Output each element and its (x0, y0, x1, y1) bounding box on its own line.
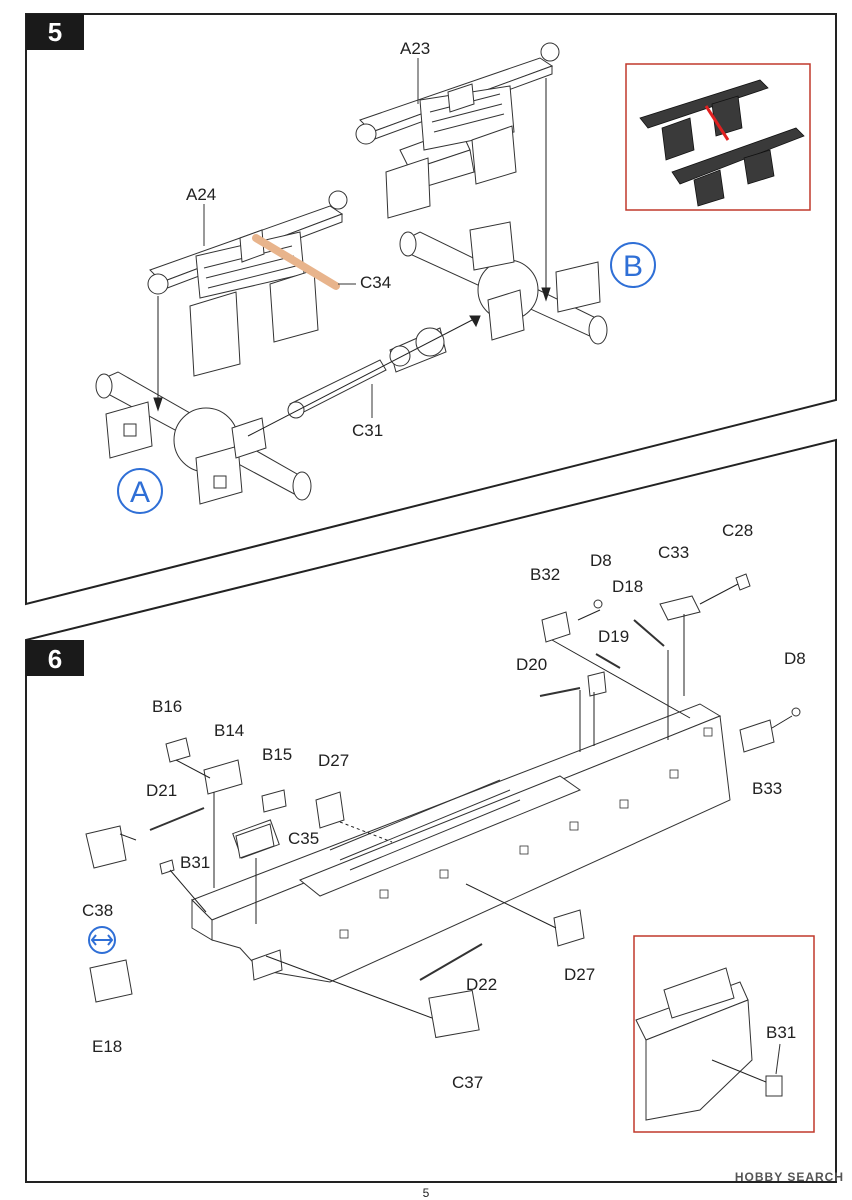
chassis-holes (339, 727, 713, 939)
part-b15 (261, 789, 287, 813)
svg-text:B: B (623, 250, 643, 283)
step-6-parts (85, 573, 801, 1039)
step-6-arrows (119, 583, 793, 1019)
label-d21: D21 (146, 781, 177, 800)
rear-axle (399, 221, 608, 345)
label-b31-inset: B31 (766, 1023, 796, 1042)
label-c37: C37 (452, 1073, 483, 1092)
callout-b: B (610, 242, 656, 288)
label-c34: C34 (360, 273, 391, 292)
label-d27-bottom: D27 (564, 965, 595, 984)
part-b14 (203, 759, 243, 795)
chassis-frame (191, 703, 731, 983)
label-b15: B15 (262, 745, 292, 764)
highlight-rod (704, 105, 730, 141)
label-e18: E18 (92, 1037, 122, 1056)
step-5-badge (26, 14, 84, 50)
part-d18 (633, 619, 665, 647)
part-d19 (595, 653, 621, 669)
part-c35 (235, 823, 275, 859)
label-b14: B14 (214, 721, 244, 740)
part-d21 (149, 807, 205, 831)
label-a24: A24 (186, 185, 216, 204)
label-d27: D27 (318, 751, 349, 770)
label-d22: D22 (466, 975, 497, 994)
label-c35: C35 (288, 829, 319, 848)
label-d8-right: D8 (784, 649, 806, 668)
part-c33 (659, 595, 701, 621)
part-c34-rod (252, 234, 340, 290)
part-d27-bottom (553, 909, 585, 947)
label-b31: B31 (180, 853, 210, 872)
step-5-panel: 5 A23 (25, 13, 837, 606)
watermark: HOBBY SEARCH (734, 1170, 844, 1184)
label-b16: B16 (152, 697, 182, 716)
step-6-number: 6 (48, 644, 62, 674)
label-d18: D18 (612, 577, 643, 596)
part-d20 (539, 687, 581, 697)
part-c37 (428, 989, 480, 1039)
step-5-inset (625, 63, 811, 211)
spring-assembly-a24 (147, 190, 348, 377)
step-6-panel: 6 (25, 438, 837, 1183)
callout-a: A (117, 468, 163, 514)
part-d27-top (315, 791, 345, 829)
part-c38 (85, 825, 127, 869)
label-b32: B32 (530, 565, 560, 584)
label-a23: A23 (400, 39, 430, 58)
front-axle (95, 371, 312, 505)
part-d22 (419, 943, 483, 981)
label-b33: B33 (752, 779, 782, 798)
part-e18 (89, 959, 133, 1003)
label-c31: C31 (352, 421, 383, 440)
step-5-number: 5 (48, 17, 62, 47)
svg-text:A: A (130, 476, 150, 509)
step-6-labels: C28 B32 D8 C33 D18 D19 D20 D8 B33 B16 B1… (82, 521, 806, 1092)
label-c38: C38 (82, 901, 113, 920)
part-c28 (735, 573, 751, 591)
label-d20: D20 (516, 655, 547, 674)
part-d8-top (593, 599, 603, 609)
direction-icon (88, 926, 116, 954)
step-5-arrows (153, 78, 551, 437)
drive-shaft-c31 (287, 327, 447, 419)
step-6-inset: B31 (633, 935, 815, 1133)
label-d8: D8 (590, 551, 612, 570)
part-d8-right (791, 707, 801, 717)
step-6-badge (26, 640, 84, 676)
part-b16 (165, 737, 191, 763)
label-d19: D19 (598, 627, 629, 646)
label-c33: C33 (658, 543, 689, 562)
spring-assembly-a23 (355, 42, 560, 219)
part-b32 (541, 611, 571, 643)
part-d19-bracket (587, 671, 607, 697)
part-b33 (739, 719, 775, 753)
page-number: 5 (422, 1186, 430, 1200)
label-c28: C28 (722, 521, 753, 540)
